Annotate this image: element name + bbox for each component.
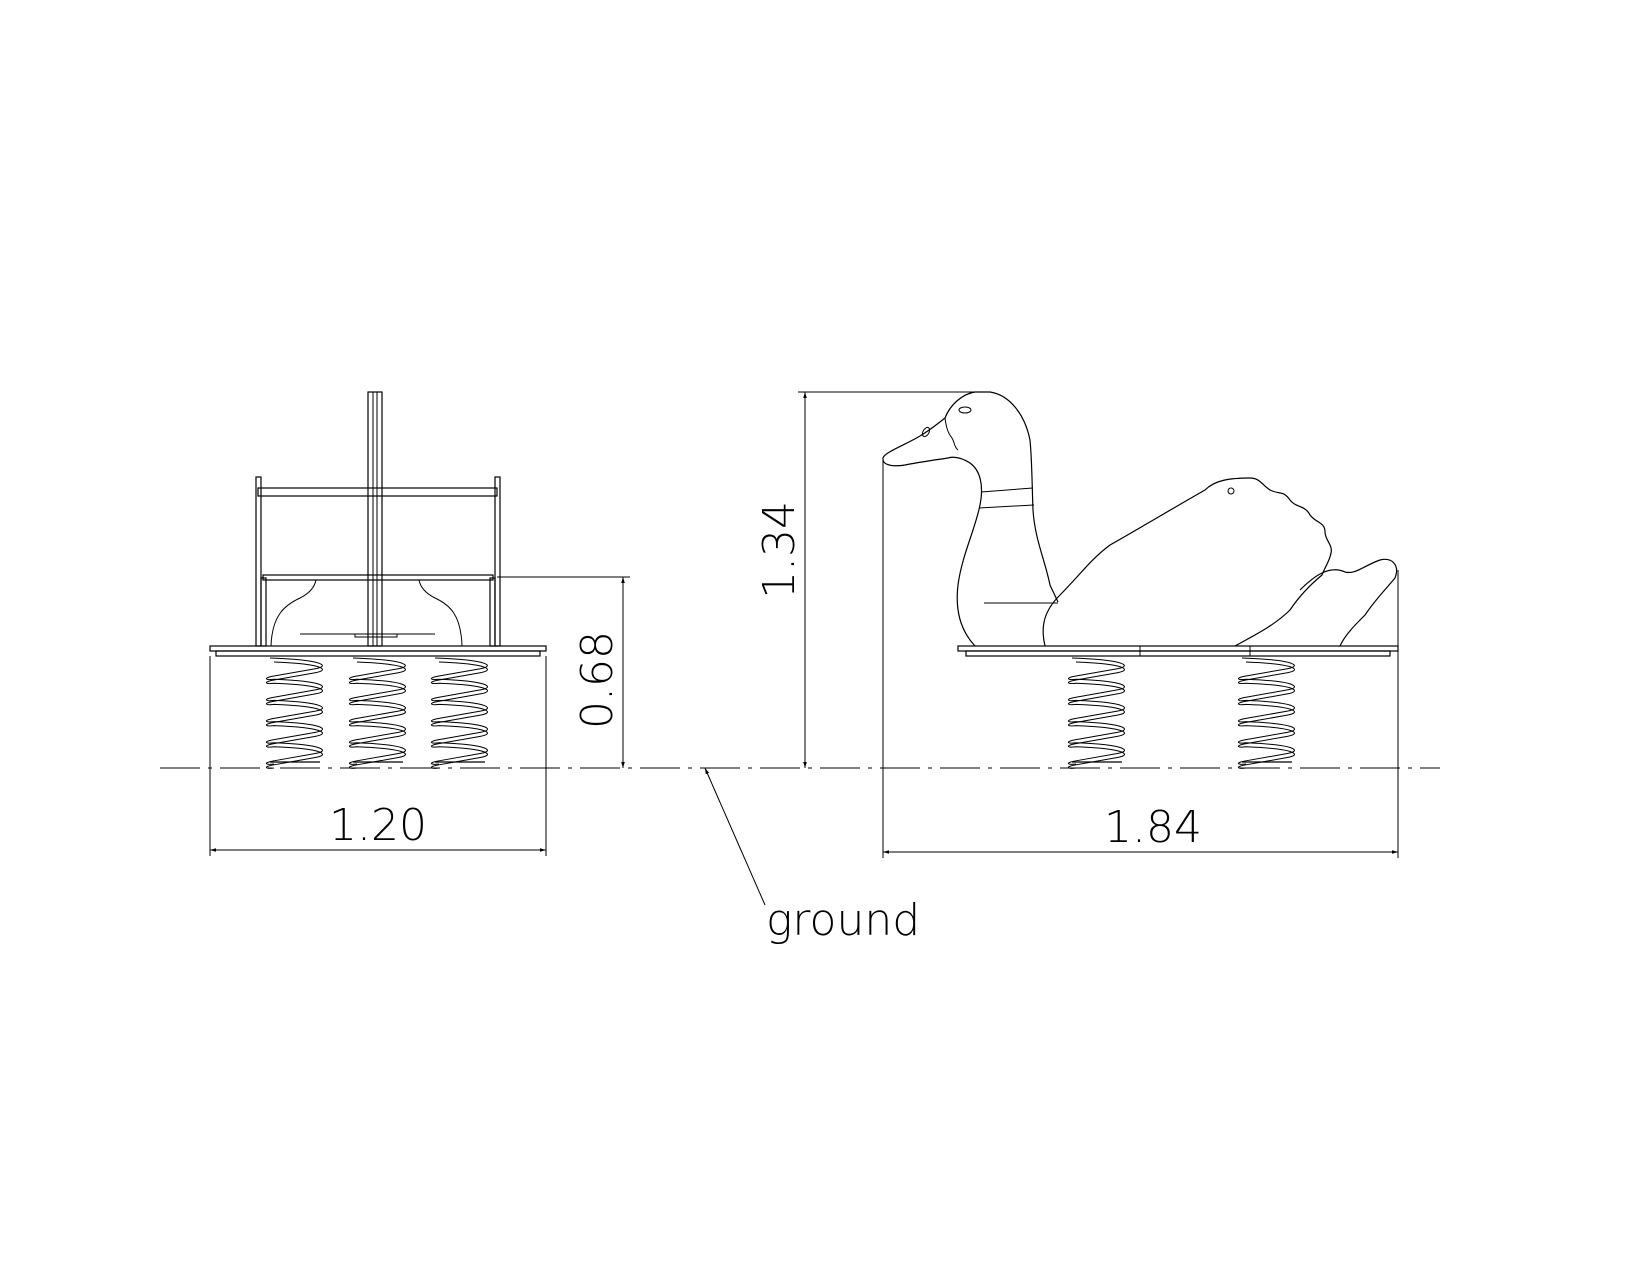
- dimension-label-side-length: 1.84: [1104, 802, 1202, 853]
- spring-coil: [266, 657, 323, 765]
- spring-coil: [266, 661, 323, 769]
- dimension-front-width: 1.20: [209, 656, 547, 856]
- ground-label: ground: [766, 895, 920, 946]
- dimension-total-height: 1.34: [754, 391, 980, 768]
- side-base-plate: [957, 645, 1399, 652]
- spring-coil: [1068, 661, 1125, 769]
- dimension-label-total-height: 1.34: [754, 501, 805, 599]
- spring-coil: [431, 661, 488, 769]
- spring-coil: [349, 657, 406, 765]
- spring-coil: [1238, 657, 1295, 765]
- spring-coil: [1068, 657, 1125, 765]
- duck-head-neck: [882, 391, 1059, 647]
- ground-callout: ground: [704, 767, 920, 946]
- front-view: [209, 391, 547, 769]
- duck-tail: [1299, 558, 1398, 647]
- dimension-seat-height: 0.68: [497, 576, 630, 768]
- spring-coil: [1238, 661, 1295, 769]
- front-right-post: [494, 476, 501, 647]
- front-seat-bar: [262, 574, 494, 581]
- front-seat-shape: [270, 579, 463, 647]
- dimension-label-seat-height: 0.68: [572, 631, 623, 729]
- front-center-pole: [367, 391, 383, 647]
- duck-wing: [1042, 477, 1332, 647]
- spring-coil: [349, 661, 406, 769]
- duck-eye-icon: [958, 406, 972, 414]
- dimension-side-length: 1.84: [882, 458, 1399, 858]
- dimension-label-front-width: 1.20: [329, 800, 427, 851]
- side-view-duck: [882, 391, 1399, 769]
- front-left-post: [255, 476, 262, 647]
- spring-coil: [431, 657, 488, 765]
- front-base-plate: [209, 645, 547, 652]
